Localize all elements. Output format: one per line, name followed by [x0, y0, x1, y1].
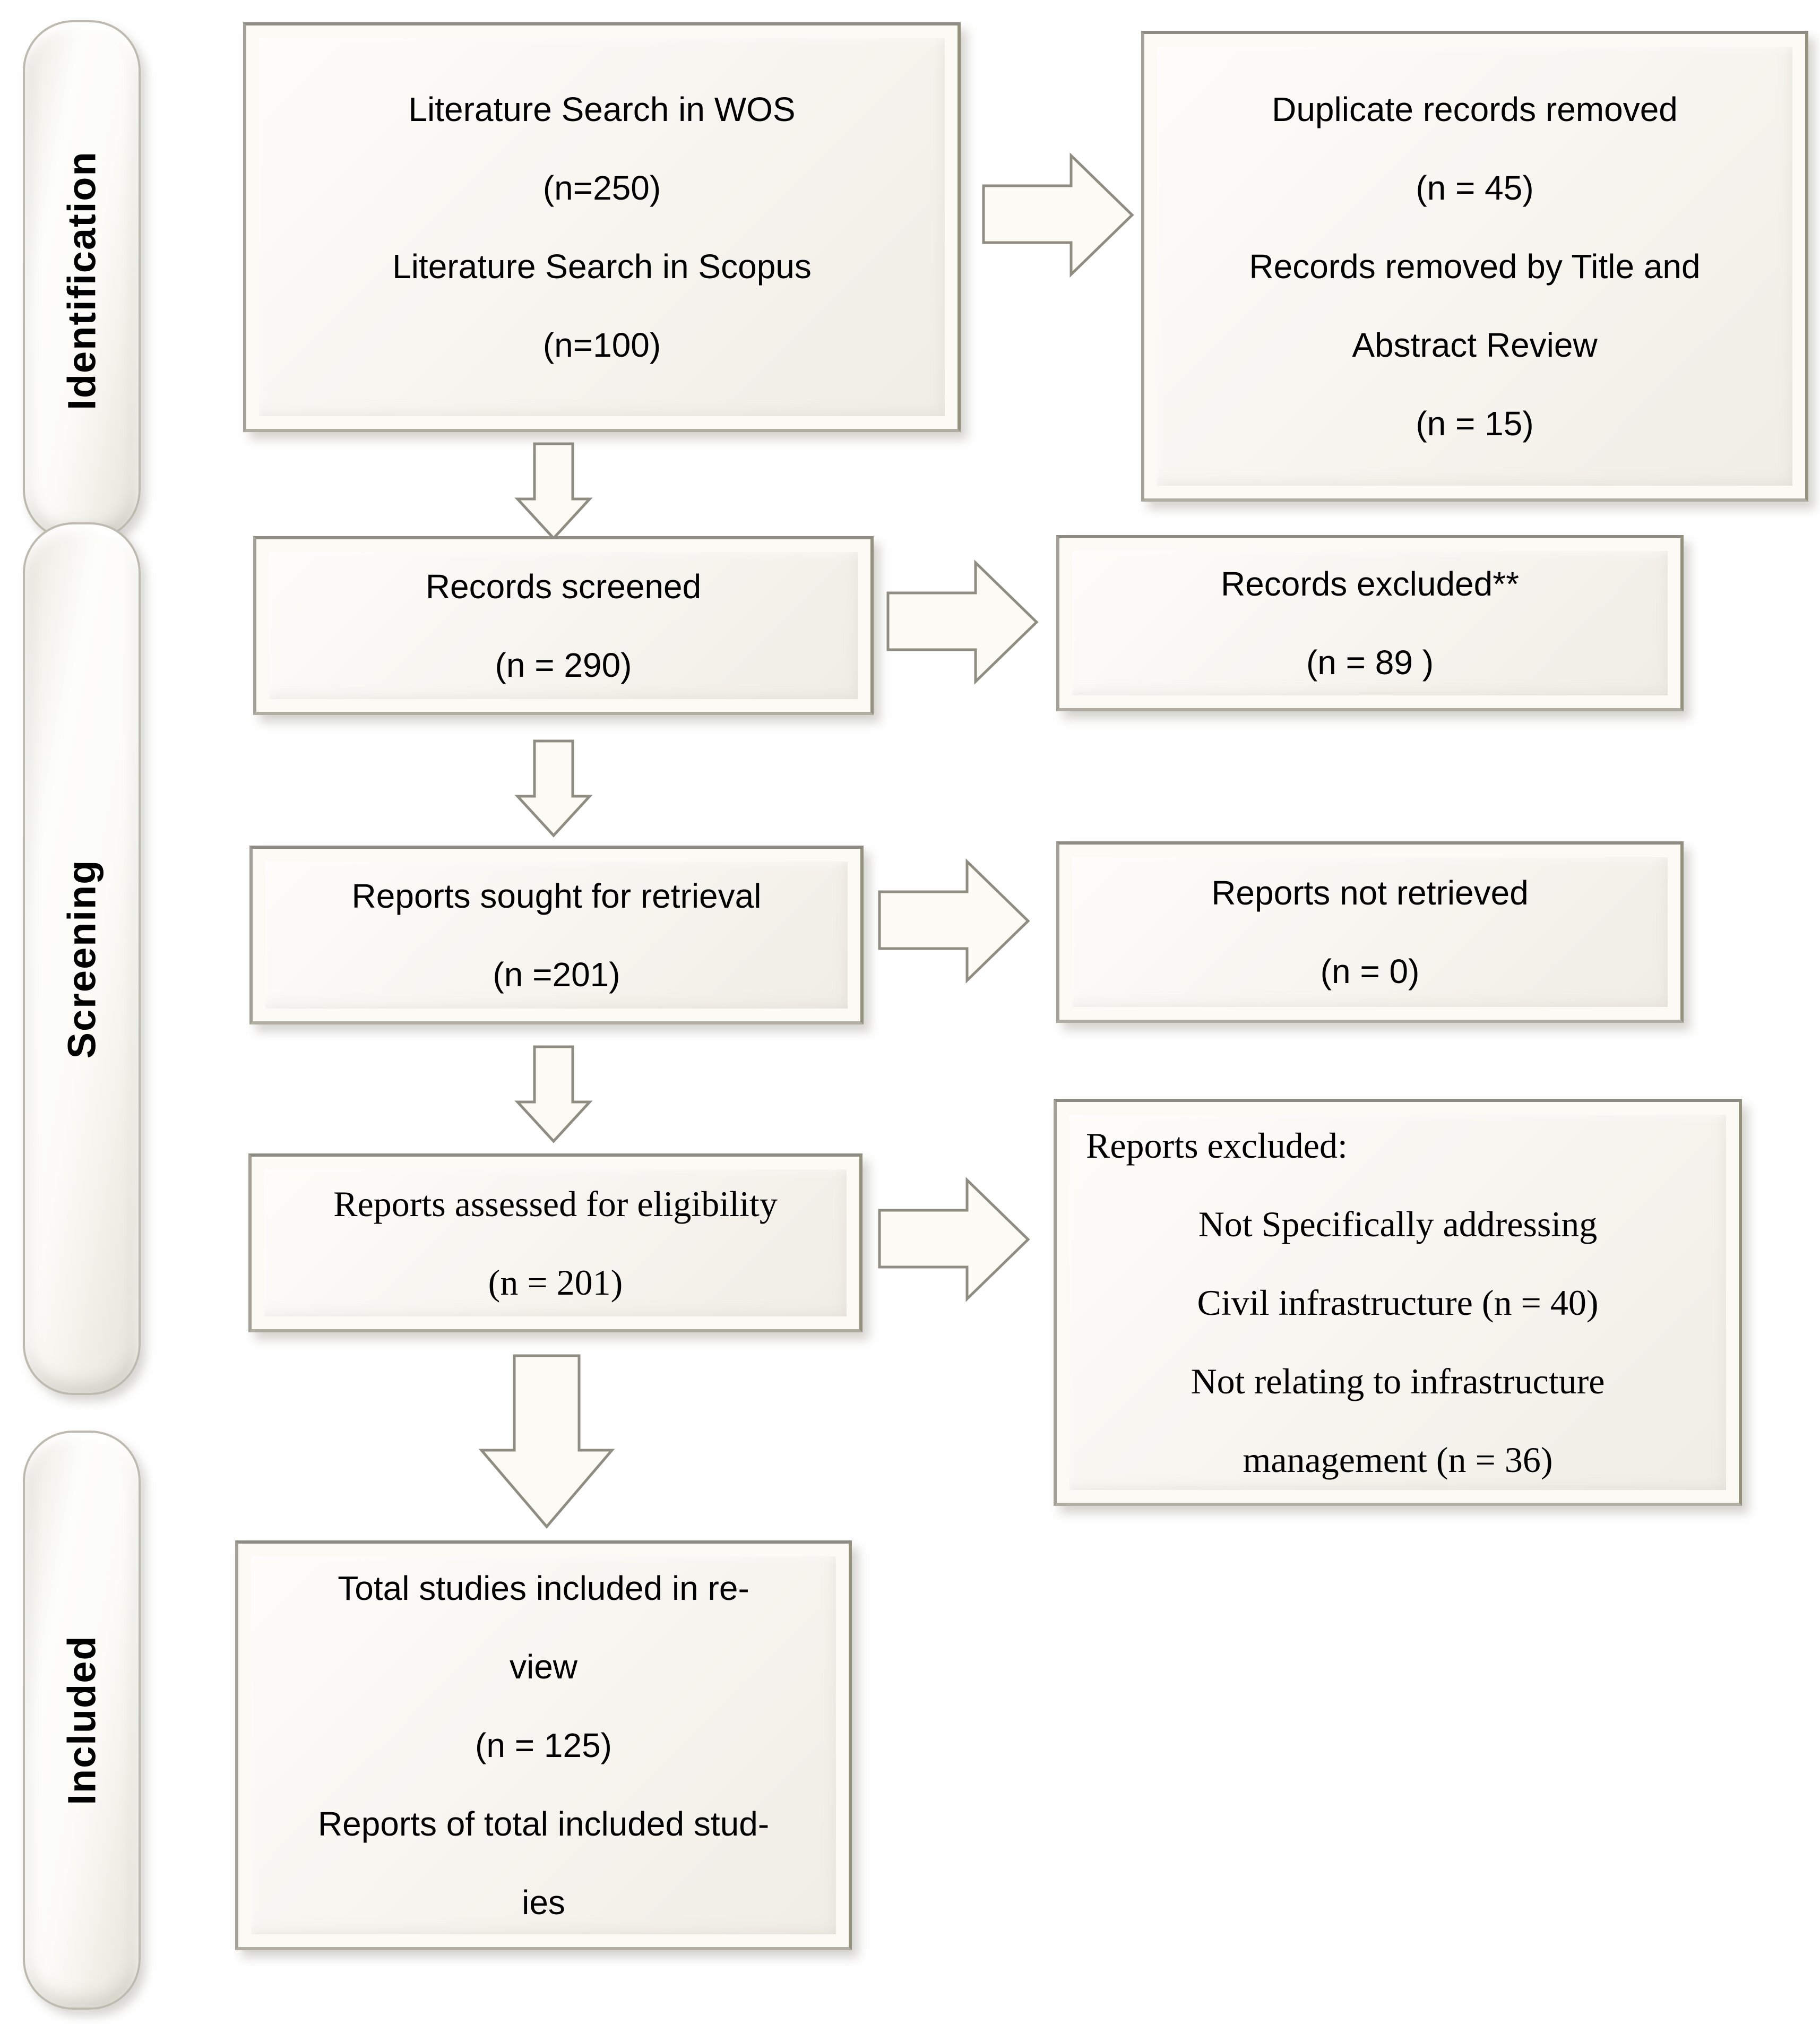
stage-label-included: Included [59, 1635, 104, 1805]
box-reports-excluded-reasons: Reports excluded: Not Specifically addre… [1054, 1099, 1742, 1506]
box-line: ies [522, 1883, 565, 1922]
stage-pill-identification: Identification [23, 20, 141, 540]
box-line: (n =201) [493, 955, 620, 994]
flow-arrow-down-icon [514, 442, 593, 540]
box-line: Total studies included in re- [338, 1569, 749, 1607]
flow-arrow-right-icon [877, 1176, 1031, 1303]
flow-arrow-down-large-icon [478, 1354, 615, 1529]
flow-arrow-right-icon [981, 151, 1135, 279]
flow-arrow-right-icon [885, 558, 1039, 686]
box-line: Duplicate records removed [1272, 90, 1678, 128]
box-line: (n = 89 ) [1306, 643, 1434, 682]
box-records-screened: Records screened (n = 290) [253, 536, 874, 715]
box-line: Literature Search in WOS [408, 90, 796, 128]
box-reports-not-retrieved: Reports not retrieved (n = 0) [1056, 841, 1684, 1023]
box-line: (n = 201) [488, 1262, 623, 1303]
box-line: Reports not retrieved [1211, 874, 1529, 912]
stage-label-screening: Screening [59, 859, 104, 1058]
box-reports-sought: Reports sought for retrieval (n =201) [249, 846, 864, 1024]
box-line: Reports assessed for eligibility [333, 1183, 778, 1224]
box-line: Civil infrastructure (n = 40) [1197, 1282, 1599, 1323]
box-line: view [509, 1648, 578, 1686]
box-line: Literature Search in Scopus [392, 247, 812, 286]
box-line: Reports sought for retrieval [351, 876, 762, 915]
box-line: (n = 45) [1416, 168, 1534, 207]
box-line: Not Specifically addressing [1198, 1203, 1598, 1244]
stage-pill-screening: Screening [23, 522, 141, 1395]
box-line: Reports of total included stud- [317, 1805, 770, 1843]
flow-arrow-down-icon [514, 1045, 593, 1143]
flow-arrow-down-icon [514, 739, 593, 838]
box-line: Abstract Review [1352, 325, 1598, 364]
stage-label-identification: Identification [59, 150, 104, 410]
box-line: (n = 290) [495, 645, 632, 684]
box-line: Records excluded** [1220, 565, 1520, 603]
box-line: Records removed by Title and [1249, 247, 1701, 286]
box-literature-search: Literature Search in WOS (n=250) Literat… [243, 22, 961, 432]
box-line: management (n = 36) [1243, 1439, 1553, 1480]
box-line: (n=100) [542, 326, 661, 364]
box-line: (n=250) [542, 169, 661, 207]
box-line: Records screened [425, 567, 702, 606]
box-duplicate-records-removed: Duplicate records removed (n = 45) Recor… [1141, 31, 1808, 502]
stage-pill-included: Included [23, 1431, 141, 2010]
box-line: (n = 0) [1320, 952, 1420, 991]
box-records-excluded: Records excluded** (n = 89 ) [1056, 535, 1684, 711]
box-total-studies-included: Total studies included in re- view (n = … [235, 1540, 852, 1950]
box-line: Not relating to infrastructure [1191, 1360, 1605, 1401]
flow-arrow-right-icon [877, 857, 1031, 985]
box-line: (n = 125) [475, 1726, 612, 1764]
box-reports-assessed: Reports assessed for eligibility (n = 20… [248, 1153, 862, 1332]
box-line: (n = 15) [1416, 404, 1534, 443]
box-heading: Reports excluded: [1086, 1125, 1348, 1166]
